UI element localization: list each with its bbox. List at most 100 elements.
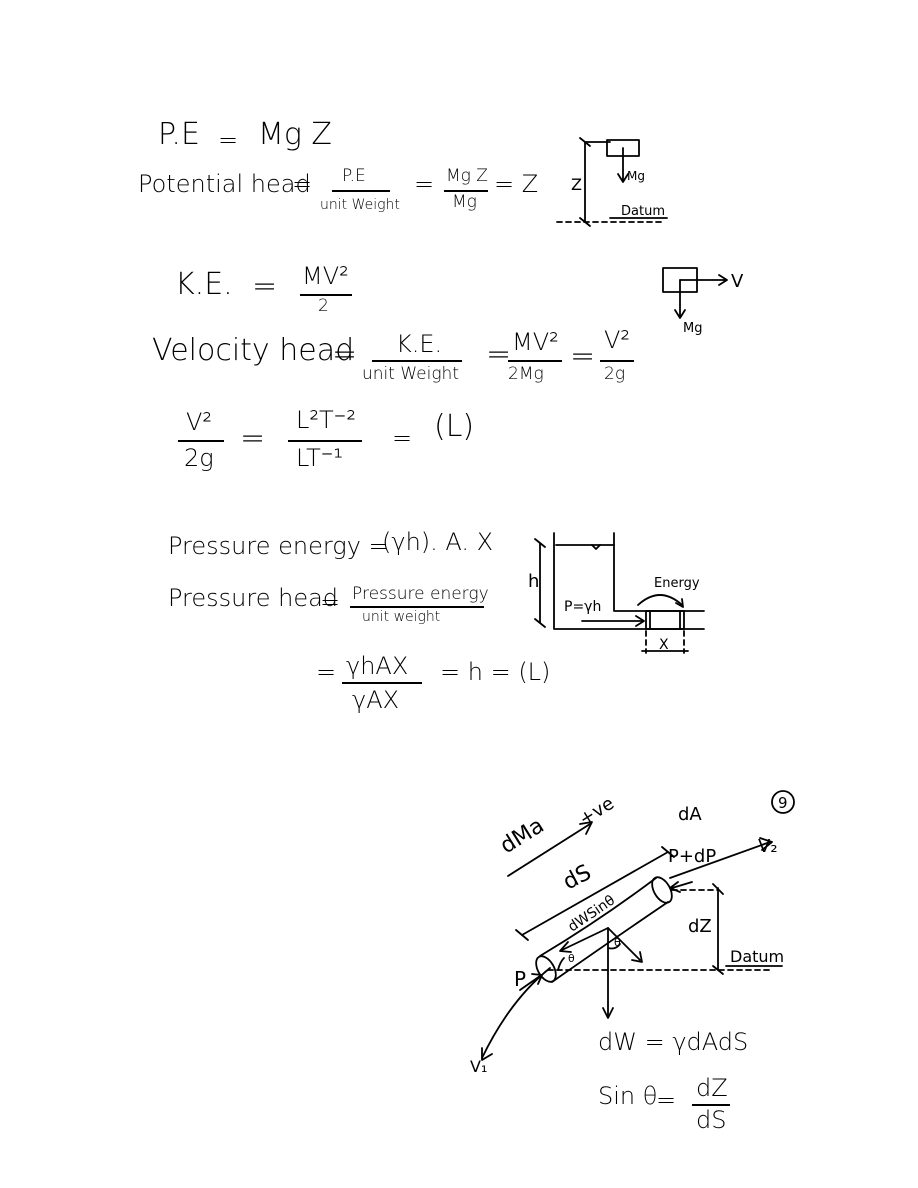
potential-frac2-den: Mg bbox=[452, 192, 477, 212]
theta-label-center: θ bbox=[614, 936, 621, 949]
dwsin-label: dWSinθ bbox=[565, 892, 618, 935]
pressure-frac2-num: γhAX bbox=[346, 652, 409, 680]
tank-outline-inner bbox=[613, 532, 705, 612]
dim-frac-den: 2g bbox=[184, 444, 214, 472]
energy-arrow-curve bbox=[637, 594, 683, 606]
dma-label: dMa bbox=[496, 813, 549, 859]
dim-frac-num: V² bbox=[186, 408, 213, 436]
dwsin-arrow-head bbox=[559, 941, 572, 953]
theta-arc-left bbox=[557, 957, 565, 971]
mg-label: Mg bbox=[683, 321, 702, 336]
datum-label: Datum bbox=[730, 947, 784, 966]
dz-tick-top bbox=[712, 883, 724, 895]
pe-equals: = bbox=[218, 126, 239, 154]
dim-frac2-line bbox=[288, 440, 362, 442]
ke-frac-line bbox=[300, 294, 352, 296]
pressure-result: = h = (L) bbox=[440, 658, 551, 686]
dim-result: (L) bbox=[434, 409, 475, 444]
velocity-frac-num: K.E. bbox=[396, 330, 443, 358]
dz-tick-bottom bbox=[712, 965, 724, 975]
page-number: 9 bbox=[778, 794, 788, 812]
streamline-upper bbox=[669, 841, 771, 879]
datum-label: Datum bbox=[621, 204, 665, 219]
potential-head-label: Potential head bbox=[138, 170, 311, 198]
mg-arrow-head bbox=[674, 309, 686, 319]
dw-arrow-head bbox=[602, 1007, 614, 1019]
velocity-head-label: Velocity head bbox=[152, 333, 355, 368]
p-label: P bbox=[514, 967, 526, 991]
dz-label: dZ bbox=[688, 916, 712, 937]
tube-end-left bbox=[535, 955, 557, 983]
positive-direction-label: +ve bbox=[576, 793, 618, 830]
theta-arc-center bbox=[607, 943, 621, 950]
velocity-frac3-num: V² bbox=[604, 326, 631, 354]
dim-frac2-den: LT⁻¹ bbox=[296, 444, 344, 472]
pressure-head-equals: = bbox=[320, 588, 341, 616]
normal-component-head bbox=[631, 951, 643, 963]
mg-arrow-head bbox=[617, 173, 629, 183]
water-surface-mark bbox=[591, 544, 601, 550]
pressure-frac2-line bbox=[342, 682, 422, 684]
x-label: X bbox=[659, 637, 669, 653]
ds-tick-end bbox=[661, 846, 675, 858]
p-arrow-head bbox=[531, 973, 543, 985]
h-tick-bottom bbox=[534, 618, 546, 628]
potential-frac-line bbox=[332, 190, 390, 192]
h-label: h bbox=[528, 571, 539, 592]
z-tick-top bbox=[579, 137, 591, 147]
ke-num: MV² bbox=[302, 262, 349, 290]
sin-lhs: Sin θ bbox=[598, 1082, 658, 1110]
dim-frac-line bbox=[178, 440, 224, 442]
ds-dimension-line bbox=[521, 851, 669, 936]
sin-equals: = bbox=[656, 1086, 677, 1114]
sin-frac-num: dZ bbox=[696, 1074, 728, 1102]
h-tick-top bbox=[534, 538, 546, 548]
ke-equals: = bbox=[252, 269, 278, 304]
dma-arrow-head bbox=[579, 821, 593, 835]
potential-figure: Z Mg Datum bbox=[556, 137, 668, 227]
dim-equals-2: = bbox=[392, 424, 413, 452]
pressure-frac2-den: γAX bbox=[352, 686, 400, 714]
pe-lhs: P.E bbox=[158, 117, 200, 152]
v-arrow-head bbox=[718, 274, 728, 286]
sin-frac-den: dS bbox=[696, 1106, 727, 1134]
p-dp-label: P+dP bbox=[668, 846, 716, 867]
velocity-frac2-line bbox=[508, 360, 562, 362]
ds-label: dS bbox=[559, 860, 595, 895]
velocity-frac-den: unit Weight bbox=[362, 364, 459, 384]
v2-arrow-head bbox=[759, 837, 773, 851]
ke-den: 2 bbox=[318, 296, 329, 316]
potential-head-equals-2: = bbox=[414, 170, 435, 198]
potential-result: = Z bbox=[494, 170, 539, 198]
dwsin-arrow-shaft bbox=[561, 927, 609, 951]
pressure-arrow-head bbox=[635, 615, 645, 627]
potential-frac2-line bbox=[444, 190, 488, 192]
pressure-frac-line bbox=[350, 606, 484, 608]
p-label: P=γh bbox=[564, 599, 601, 615]
pressure-equals-2: = bbox=[316, 658, 337, 686]
velocity-head-equals-3: = bbox=[570, 339, 596, 374]
pressure-frac-num: Pressure energy bbox=[352, 584, 489, 604]
tube-bottom-edge bbox=[551, 901, 669, 983]
velocity-frac3-line bbox=[600, 360, 634, 362]
v1-label: V₁ bbox=[470, 1057, 487, 1076]
mg-label: Mg bbox=[627, 169, 645, 183]
potential-frac-num: P.E bbox=[342, 166, 366, 186]
v-label: V bbox=[731, 271, 744, 292]
v1-arrow-head bbox=[481, 1047, 493, 1061]
da-label: dA bbox=[678, 804, 702, 825]
velocity-frac2-den: 2Mg bbox=[508, 364, 544, 384]
piston-element bbox=[645, 610, 685, 630]
velocity-frac3-den: 2g bbox=[604, 364, 626, 384]
pressure-frac-den: unit weight bbox=[362, 609, 441, 625]
dw-equation: dW = γdAdS bbox=[598, 1028, 749, 1056]
dma-arrow-shaft bbox=[507, 823, 591, 877]
streamtube-figure: 9 dMa +ve dS bbox=[470, 790, 795, 1076]
velocity-head-equals: = bbox=[332, 337, 358, 372]
normal-component-shaft bbox=[607, 927, 641, 961]
dim-equals: = bbox=[240, 421, 266, 456]
p-arrow-shaft bbox=[519, 975, 541, 991]
pressure-energy-label: Pressure energy = bbox=[168, 532, 389, 560]
pressure-figure: h P=γh Energy X bbox=[528, 532, 705, 654]
